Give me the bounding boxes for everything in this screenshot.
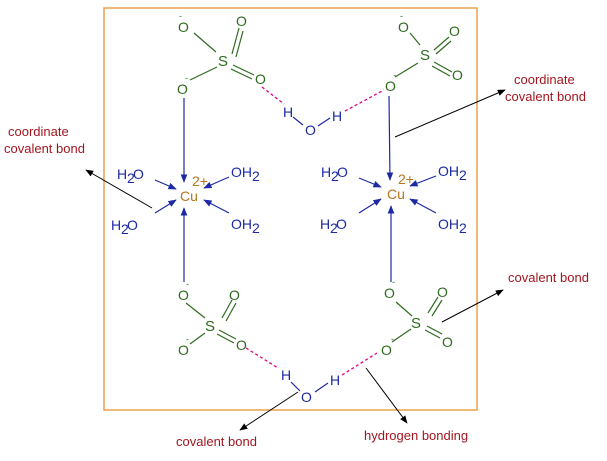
oxygen-atom: O: [178, 342, 189, 358]
svg-text:H: H: [111, 217, 121, 233]
svg-text:2: 2: [121, 221, 129, 237]
svg-text:2: 2: [330, 220, 338, 236]
oxygen-atom: O: [255, 71, 266, 87]
water-molecule-top: H O H: [283, 104, 342, 138]
svg-text:H: H: [320, 216, 330, 232]
oxygen-atom: O: [452, 67, 463, 83]
copper-ion: Cu: [180, 188, 198, 204]
negative-charge: -: [179, 11, 182, 21]
svg-text:2: 2: [252, 220, 260, 236]
water-ligand: OH 2: [231, 164, 260, 184]
svg-text:H: H: [321, 164, 331, 180]
sulfate-bottom-right: O - O O S O -: [381, 277, 453, 358]
oxygen-atom: O: [236, 337, 247, 353]
svg-text:2: 2: [252, 168, 260, 184]
hydrogen-atom: H: [332, 108, 342, 124]
oxygen-atom: O: [384, 285, 395, 301]
oxygen-atom: O: [178, 19, 189, 35]
svg-text:OH: OH: [438, 163, 459, 179]
svg-text:2: 2: [459, 167, 467, 183]
hydrogen-atom: H: [283, 104, 293, 120]
water-ligand: OH 2: [231, 216, 260, 236]
water-molecule-bottom: H O H: [281, 367, 340, 405]
water-ligand: H 2 O: [321, 164, 348, 184]
hydrogen-bond-bottom-right: [341, 352, 378, 376]
copper-charge: 2+: [192, 173, 208, 189]
oxygen-atom: O: [178, 287, 189, 303]
negative-charge: -: [400, 11, 403, 21]
svg-text:OH: OH: [231, 164, 252, 180]
annotation-arrow-covalent-bottom: [239, 391, 299, 431]
oxygen-atom: O: [437, 284, 448, 300]
label-covalent-bottom: covalent bond: [176, 434, 257, 449]
label-coordinate-right-1: coordinate: [514, 72, 575, 87]
hydrogen-bond-top-right: [344, 89, 385, 112]
water-ligand: H 2 O: [117, 166, 144, 186]
annotation-arrow-coordinate-left: [85, 169, 153, 209]
svg-text:2: 2: [459, 220, 467, 236]
oxygen-atom: O: [381, 342, 392, 358]
hydrogen-atom: H: [330, 372, 340, 388]
water-ligand: OH 2: [438, 163, 467, 183]
sulfate-bottom-left: O - O O S O -: [178, 279, 247, 358]
water-ligand: H 2 O: [111, 217, 138, 237]
copper-charge: 2+: [398, 171, 414, 187]
sulfur-atom: S: [420, 47, 430, 64]
water-ligand: OH 2: [438, 216, 467, 236]
water-oxygen-atom: O: [305, 122, 316, 138]
oxygen-atom: O: [442, 334, 453, 350]
negative-charge: -: [392, 277, 395, 287]
hydrogen-bond-top-left: [261, 86, 285, 105]
oxygen-atom: O: [385, 78, 396, 94]
annotation-arrow-coordinate-right: [394, 89, 506, 138]
svg-text:O: O: [133, 166, 144, 182]
negative-charge: -: [391, 334, 394, 344]
label-hydrogen-bonding: hydrogen bonding: [364, 428, 468, 443]
svg-text:O: O: [337, 164, 348, 180]
svg-text:O: O: [127, 217, 138, 233]
oxygen-atom: O: [229, 287, 240, 303]
svg-text:O: O: [336, 216, 347, 232]
oxygen-atom: O: [236, 13, 247, 29]
annotation-arrow-hydrogen-bonding: [365, 367, 408, 424]
negative-charge: -: [185, 73, 188, 83]
sulfur-atom: S: [205, 318, 215, 335]
svg-text:2: 2: [331, 168, 339, 184]
negative-charge: -: [186, 279, 189, 289]
annotation-arrow-covalent-right: [441, 289, 504, 323]
label-covalent-right: covalent bond: [508, 270, 589, 285]
copper-ion: Cu: [387, 186, 405, 202]
oxygen-atom: O: [398, 19, 409, 35]
svg-text:H: H: [117, 166, 127, 182]
unit-cell-frame: [103, 7, 478, 411]
svg-text:2: 2: [127, 170, 135, 186]
hydrogen-bond-bottom-left: [245, 347, 279, 369]
sulfate-top-left: O - O O S O -: [177, 11, 266, 97]
water-oxygen-atom: O: [301, 389, 312, 405]
copper-complex-right: Cu 2+ H 2 O OH 2 H 2 O OH 2: [320, 95, 467, 282]
svg-text:OH: OH: [231, 216, 252, 232]
label-coordinate-left-1: coordinate: [8, 124, 69, 139]
water-ligand: H 2 O: [320, 216, 347, 236]
sulfur-atom: S: [218, 53, 228, 70]
oxygen-atom: O: [177, 81, 188, 97]
label-coordinate-right-2: covalent bond: [505, 89, 586, 104]
negative-charge: -: [393, 70, 396, 80]
negative-charge: -: [186, 334, 189, 344]
svg-text:OH: OH: [438, 216, 459, 232]
copper-complex-left: Cu 2+ H 2 O OH 2 H 2 O OH 2: [111, 98, 260, 282]
sulfate-top-right: O - O O S O -: [385, 11, 463, 94]
hydrogen-atom: H: [281, 367, 291, 383]
label-coordinate-left-2: covalent bond: [4, 141, 85, 156]
oxygen-atom: O: [449, 23, 460, 39]
sulfur-atom: S: [411, 315, 421, 332]
